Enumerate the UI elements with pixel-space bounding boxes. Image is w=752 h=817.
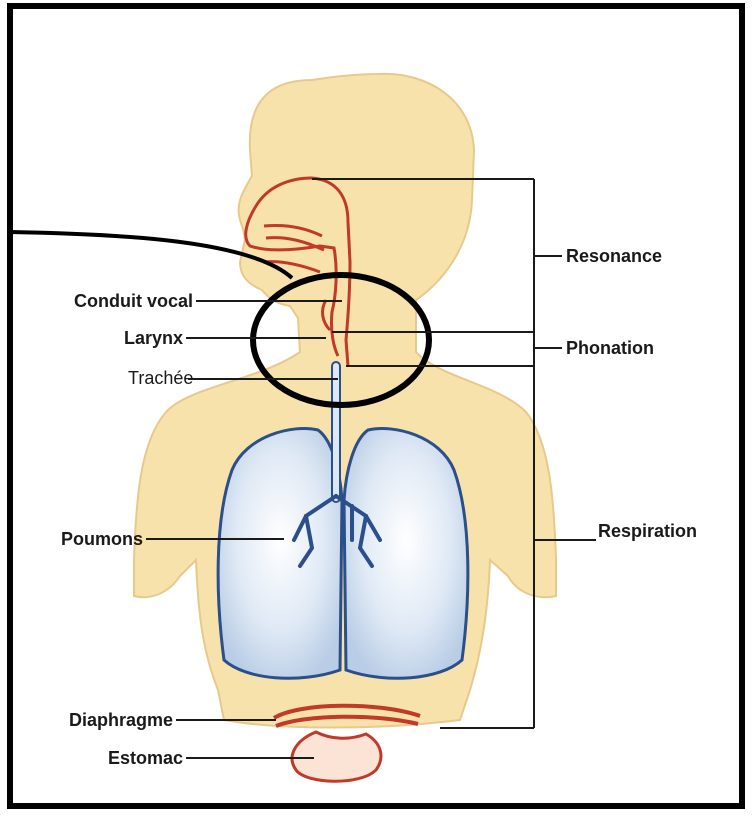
label-trachee: Trachée: [128, 368, 193, 388]
label-respiration: Respiration: [598, 521, 697, 541]
label-conduit-vocal: Conduit vocal: [74, 291, 193, 311]
label-poumons: Poumons: [61, 529, 143, 549]
stomach: [292, 732, 381, 781]
left-lung: [218, 429, 342, 679]
label-larynx: Larynx: [124, 328, 183, 348]
label-estomac: Estomac: [108, 748, 183, 768]
label-phonation: Phonation: [566, 338, 654, 358]
label-diaphragme: Diaphragme: [69, 710, 173, 730]
label-resonance: Resonance: [566, 246, 662, 266]
